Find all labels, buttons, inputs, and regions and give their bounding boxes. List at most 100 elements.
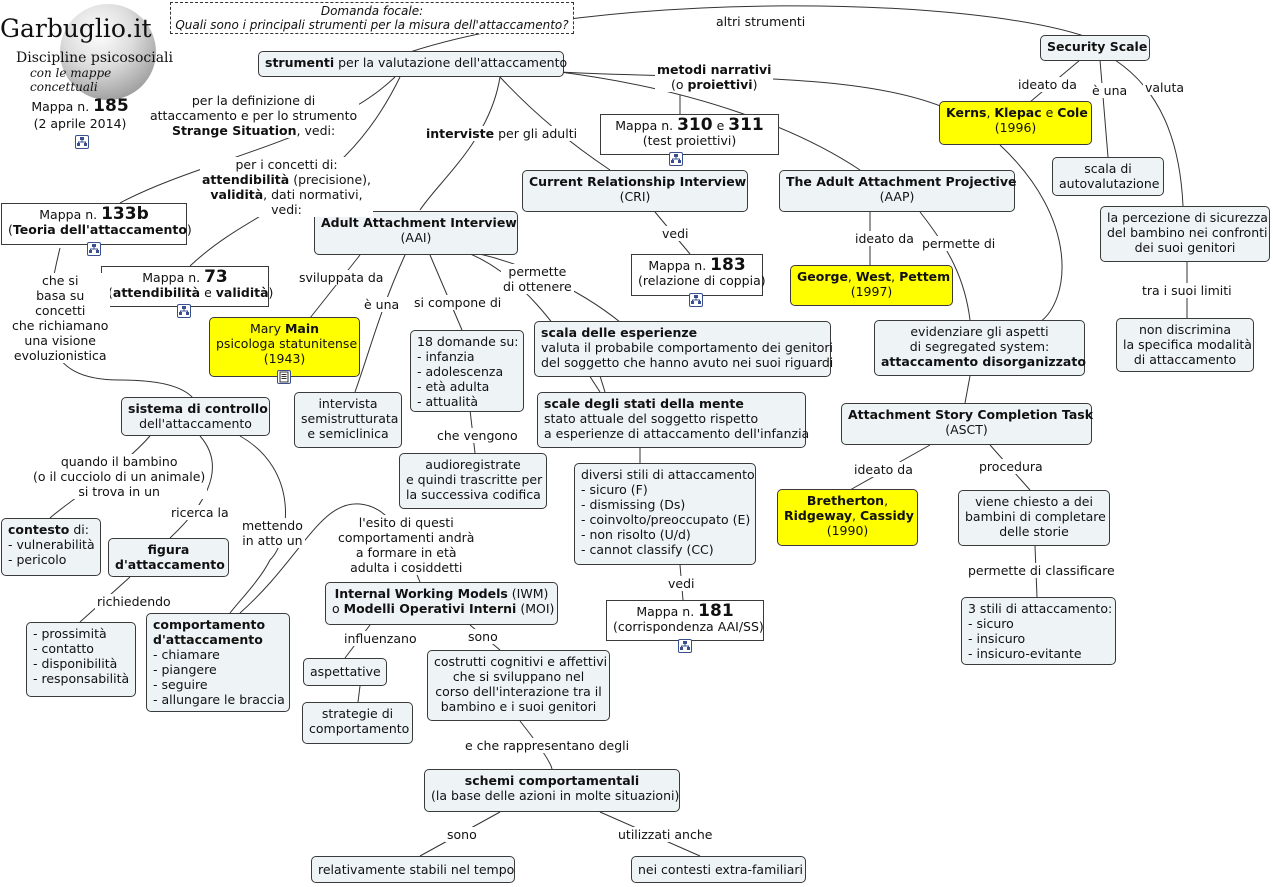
list-item: - responsabilità [33,671,130,686]
node-mary-main: Mary Main psicologa statunitense (1943) [209,317,360,377]
link-label: vedi [666,576,697,591]
link-label: ) [752,77,758,92]
list-item: - seguire [153,677,208,692]
sep: e [200,285,216,300]
node-schemi: schemi comportamentali(la base delle azi… [424,769,680,812]
paren: ) [186,222,192,237]
node-asct-sub: (ASCT) [945,422,988,437]
link-label: Strange Situation [171,123,297,138]
node-diversi-stili: diversi stili di attaccamento - sicuro (… [574,463,756,565]
focal-question: Quali sono i principali strumenti per la… [175,18,569,32]
node-sistema-sub: dell'attaccamento [139,416,252,431]
iwm-title: Internal Working Models [334,586,508,601]
link-label: interviste [426,126,495,141]
node-comportamento: comportamento d'attaccamento - chiamare … [146,613,290,712]
moi-title: Modelli Operativi Interni [343,601,517,616]
node-mappa-73: Mappa n. 73 (attendibilità e validità) [101,266,273,307]
author-cole: Cole [1057,105,1088,120]
list-item: - non risolto (U/d) [581,527,691,542]
line: comportamento [309,721,410,736]
link-aai-intervista [354,254,406,393]
link-label: per i concetti di: [235,157,338,172]
line: scale degli stati della mente [544,396,744,411]
line: semistrutturata [301,411,399,426]
main-first-name: Mary [249,321,285,336]
bretherton-year: (1990) [826,523,869,538]
author-pettem: Pettem [899,269,951,284]
list-item: - vulnerabilità [8,537,95,552]
line: valuta il probabile comportamento dei ge… [541,340,834,355]
concept-map-link-icon[interactable] [177,304,191,318]
link-strumenti-aai [419,76,501,211]
link-label-esito: l'esito di questi comportamenti andrà a … [336,515,477,575]
map-number: 183 [710,255,746,275]
link-label-quando: quando il bambino (o il cucciolo di un a… [31,454,208,499]
concept-map-link-icon[interactable] [669,152,683,166]
link-label: una visione [24,333,96,348]
line: dei suoi genitori [1134,240,1236,255]
node-security-scale: Security Scale [1040,35,1150,61]
sep: , [891,269,900,284]
link-label-metodi: metodi narrativi(o proiettivi) [655,62,774,92]
link-label: si trova in un [78,484,160,499]
map-number: 133b [101,204,149,224]
concept-map-link-icon[interactable] [689,293,703,307]
list-item: - infanzia [417,349,475,364]
link-label: concetti [35,303,86,318]
node-mappa-183: Mappa n. 183 (relazione di coppia) [631,254,766,296]
node-george: George, West, Pettem (1997) [790,265,953,306]
link-label: permette di classificare [966,563,1117,578]
iwm-abbr: (IWM) [507,586,549,601]
node-aai: Adult Attachment Interview(AAI) [314,211,518,255]
link-label: metodi narrativi [657,62,772,77]
link-strumenti-cri [499,76,611,171]
node-aspettative: aspettative [303,658,387,686]
map-prefix: Mappa n. [142,270,205,285]
line: comportamento [153,617,266,632]
author-klepac: Klepac [994,105,1042,120]
author-kerns: Kerns [946,105,987,120]
link-label: altri strumenti [714,14,808,29]
line: costrutti cognitivi e affettivi [434,654,608,669]
node-aap-sub: (AAP) [879,189,915,204]
link-strumenti-133 [119,76,396,204]
sep: o [332,601,344,616]
node-strumenti-bold: strumenti [265,55,335,70]
link-label: che vengono [435,428,520,443]
node-iwm: Internal Working Models (IWM) o Modelli … [325,582,558,625]
line: di attaccamento [1133,352,1237,367]
line: che si sviluppano nel [452,669,585,684]
link-label: richiedendo [95,594,173,609]
line: audioregistrate [425,457,521,472]
author-west: West [855,269,892,284]
link-label: a formare in età [355,545,457,560]
link-label-concetti: per i concetti di: attendibilità (precis… [200,157,373,217]
link-label: comportamenti andrà [338,530,475,545]
link-aai-main [309,254,361,319]
link-label-basa: che si basa su concetti che richiamano u… [10,273,111,363]
link-label: che richiamano [12,318,109,333]
link-label: per gli adulti [494,126,578,141]
map-date: (2 aprile 2014) [33,116,127,131]
document-icon[interactable] [277,370,291,384]
line: la specifica modalità [1123,337,1252,352]
link-label: adulta i cosiddetti [350,560,463,575]
node-mappa-310-311: Mappa n. 310 e 311 (test proiettivi) [600,114,779,155]
sep: , [847,269,856,284]
node-asct: Attachment Story Completion Task(ASCT) [841,403,1093,445]
logo-title: Garbuglio.it [0,14,152,43]
concept-map-link-icon[interactable] [678,639,692,653]
concept-map-link-icon[interactable] [87,242,101,256]
map-number: 181 [698,601,734,621]
line: delle storie [999,524,1069,539]
line: del soggetto che hanno avuto nei suoi ri… [541,355,834,370]
node-cri-sub: (CRI) [619,189,651,204]
link-label: ideato da [1016,77,1079,92]
node-aai-sub: (AAI) [400,230,432,245]
concept-map-link-icon[interactable] [75,135,89,149]
